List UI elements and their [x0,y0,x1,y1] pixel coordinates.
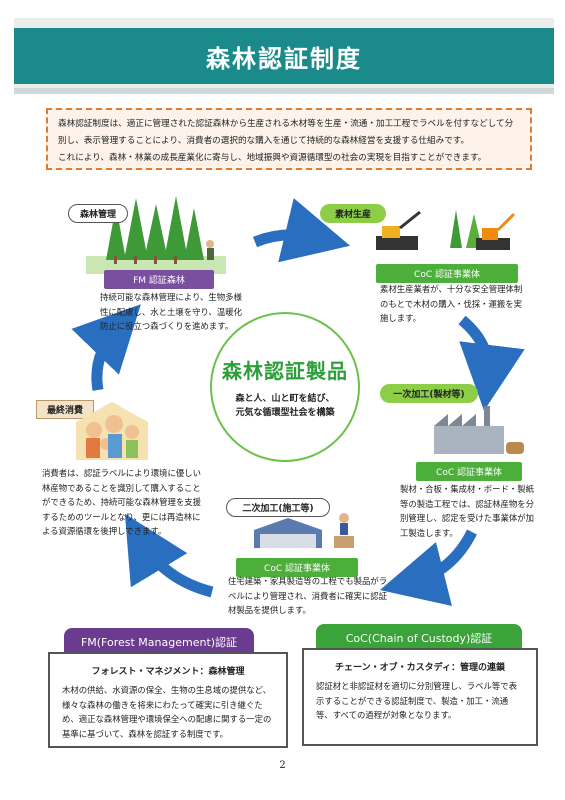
tag-consumption: 最終消費 [36,400,94,419]
coc-box: チェーン・オブ・カスタディ：管理の連鎖 認証材と非認証材を適切に分別管理し、ラベ… [302,648,538,746]
arrow-top [252,198,351,263]
fm-subheading: フォレスト・マネジメント：森林管理 [91,667,245,677]
page-title: 森林認証制度 [206,44,362,73]
text-consumption: 消費者は、認証ラベルにより環境に優しい林産物であることを識別して購入することがで… [42,468,201,536]
coc-heading: CoC(Chain of Custody)認証 [316,624,522,652]
arrow-left [71,304,141,391]
center-circle: 森林認証製品 森と人、山と町を結び、 元気な循環型社会を構築 [210,312,360,462]
factory-illustration [434,406,524,454]
intro-line-2: これにより、森林・林業の成長産業化に寄与し、地域振興や資源循環型の社会の実現を目… [58,153,487,163]
coc-subheading: チェーン・オブ・カスタディ：管理の連鎖 [335,663,505,673]
text-secondary-processing: 住宅建築・家具製造等の工程でも製品がラベルにより管理され、消費者に確実に認証材製… [228,576,388,615]
page-number: 2 [279,760,286,771]
cycle-arrows [71,198,525,606]
text-forest-management: 持続可能な森林管理により、生物多様性に配慮し、水と土壌を守り、温暖化防止に役立つ… [100,292,243,331]
arrow-bottom-left [124,513,214,598]
center-subtitle-line-2: 元気な循環型社会を構築 [235,407,335,418]
forestry-machines-illustration [376,210,516,250]
fm-box: フォレスト・マネジメント：森林管理 木材の供給、水資源の保全、生物の生息域の提供… [48,652,288,748]
tag-forest-management: 森林管理 [68,204,128,223]
text-production: 素材生産業者が、十分な安全管理体制のもとで木材の購入・伐採・運搬を実施します。 [380,284,523,323]
arrow-right-lower [379,529,477,606]
band-coc-production: CoC 認証事業体 [376,264,518,283]
band-fm-forest: FM 認証森林 [104,270,214,289]
intro-line-1: 森林認証制度は、適正に管理された認証森林から生産される木材等を生産・流通・加工工… [58,119,514,146]
center-subtitle-line-1: 森と人、山と町を結び、 [235,393,335,404]
text-primary-processing: 製材・合板・集成材・ボード・製紙等の製造工程では、認証林産物を分別管理し、認定を… [400,484,534,538]
fm-heading: FM(Forest Management)認証 [64,628,254,656]
band-coc-secondary: CoC 認証事業体 [236,558,358,577]
center-title: 森林認証製品 [222,358,348,383]
building-illustration [254,513,354,548]
coc-text: 認証材と非認証材を適切に分別管理し、ラベル等で表示することができる認証制度で、製… [316,681,517,720]
center-subtitle: 森と人、山と町を結び、 元気な循環型社会を構築 [235,392,334,420]
tag-secondary-processing: 二次加工(施工等) [226,498,330,517]
band-coc-primary: CoC 認証事業体 [416,462,522,481]
tag-production: 素材生産 [320,204,386,223]
fm-text: 木材の供給、水資源の保全、生物の生息域の提供など、様々な森林の働きを将来にわたっ… [62,685,272,739]
forest-illustration [86,196,226,274]
tag-primary-processing: 一次加工(製材等) [380,384,478,403]
title-bar: 森林認証制度 [14,28,554,84]
family-illustration [76,402,148,460]
intro-box: 森林認証制度は、適正に管理された認証森林から生産される木材等を生産・流通・加工工… [46,108,532,170]
arrow-right-upper [458,315,525,411]
